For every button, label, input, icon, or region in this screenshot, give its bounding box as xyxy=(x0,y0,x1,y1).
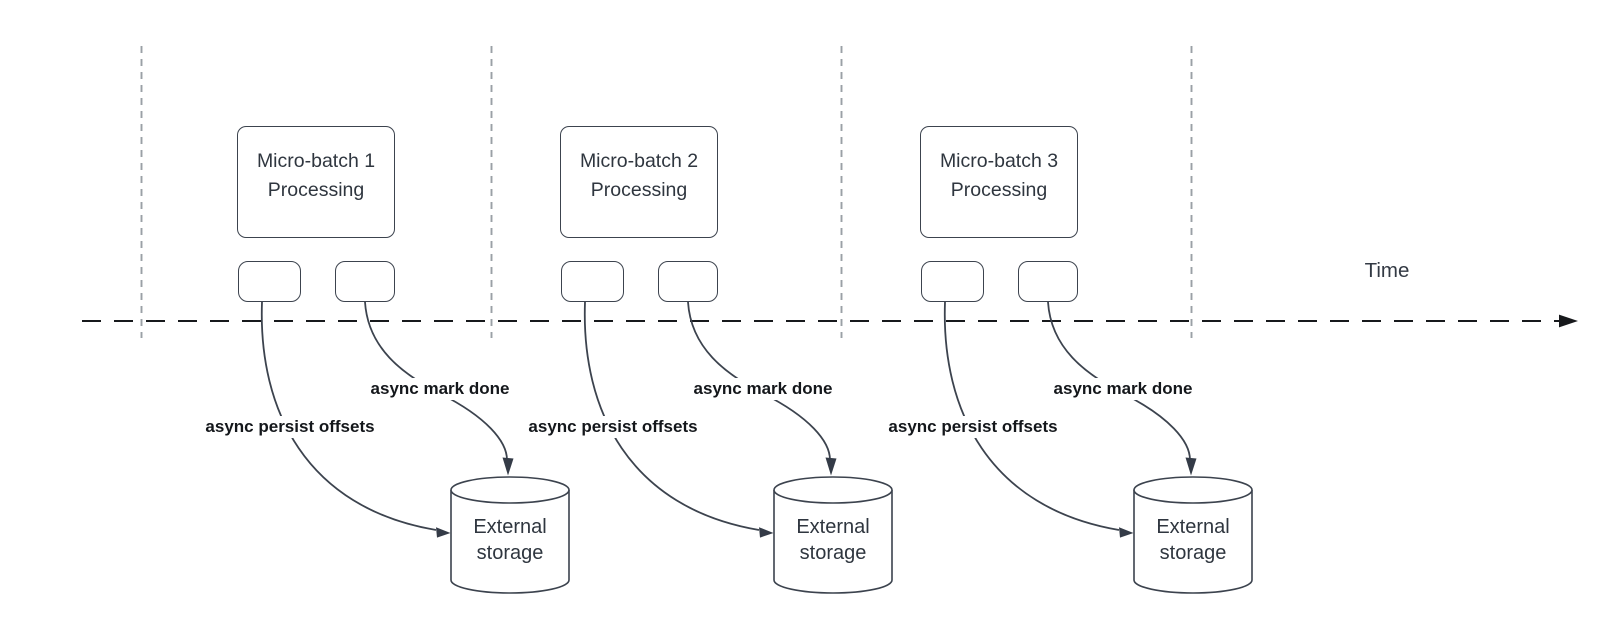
persist-offsets-op-box xyxy=(921,261,984,302)
external-storage-label: External storage xyxy=(774,514,892,566)
external-storage-label-line1: External xyxy=(473,516,547,538)
external-storage-label: External storage xyxy=(1134,514,1252,566)
storage-cylinder-body xyxy=(1133,490,1253,594)
persist-offsets-arrow xyxy=(943,301,1120,531)
mark-done-arrowhead-icon xyxy=(825,457,837,476)
persist-offsets-arrow xyxy=(583,301,760,531)
micro-batch-label-line2: Processing xyxy=(590,178,688,201)
persist-offsets-op-box xyxy=(561,261,624,302)
storage-cylinder-body xyxy=(773,490,893,594)
external-storage-label-line1: External xyxy=(1156,516,1230,538)
persist-offsets-label: async persist offsets xyxy=(885,416,1061,438)
time-axis-label: Time xyxy=(1364,259,1410,282)
storage-cylinder-body xyxy=(450,490,570,594)
time-axis-arrowhead-icon xyxy=(1559,314,1578,328)
storage-cylinder-top xyxy=(450,476,570,504)
micro-batch-label-line1: Micro-batch 3 xyxy=(939,149,1059,172)
persist-offsets-op-box xyxy=(238,261,301,302)
external-storage-label-line1: External xyxy=(796,516,870,538)
persist-offsets-arrow xyxy=(260,301,437,531)
group-3-shapes xyxy=(943,301,1253,594)
micro-batch-box: Micro-batch 2 Processing xyxy=(560,126,718,238)
storage-cylinder-top xyxy=(773,476,893,504)
micro-batch-label-line2: Processing xyxy=(267,178,365,201)
external-storage-label-line2: storage xyxy=(1159,542,1227,564)
external-storage-label-line2: storage xyxy=(476,542,544,564)
micro-batch-label-line2: Processing xyxy=(950,178,1048,201)
micro-batch-label-line1: Micro-batch 2 xyxy=(579,149,699,172)
external-storage-label-line2: storage xyxy=(799,542,867,564)
mark-done-op-box xyxy=(1018,261,1078,302)
group-2-shapes xyxy=(583,301,893,594)
mark-done-op-box xyxy=(335,261,395,302)
micro-batch-box: Micro-batch 3 Processing xyxy=(920,126,1078,238)
mark-done-label: async mark done xyxy=(367,378,513,400)
time-guide-lines xyxy=(140,46,1193,338)
persist-offsets-arrowhead-icon xyxy=(436,527,451,538)
micro-batch-box: Micro-batch 1 Processing xyxy=(237,126,395,238)
external-storage-label: External storage xyxy=(451,514,569,566)
storage-cylinder-top xyxy=(1133,476,1253,504)
mark-done-op-box xyxy=(658,261,718,302)
persist-offsets-arrowhead-icon xyxy=(1119,527,1134,538)
persist-offsets-arrowhead-icon xyxy=(759,527,774,538)
persist-offsets-label: async persist offsets xyxy=(525,416,701,438)
mark-done-arrowhead-icon xyxy=(502,457,514,476)
mark-done-label: async mark done xyxy=(690,378,836,400)
mark-done-arrowhead-icon xyxy=(1185,457,1197,476)
persist-offsets-label: async persist offsets xyxy=(202,416,378,438)
mark-done-label: async mark done xyxy=(1050,378,1196,400)
micro-batch-label-line1: Micro-batch 1 xyxy=(256,149,376,172)
